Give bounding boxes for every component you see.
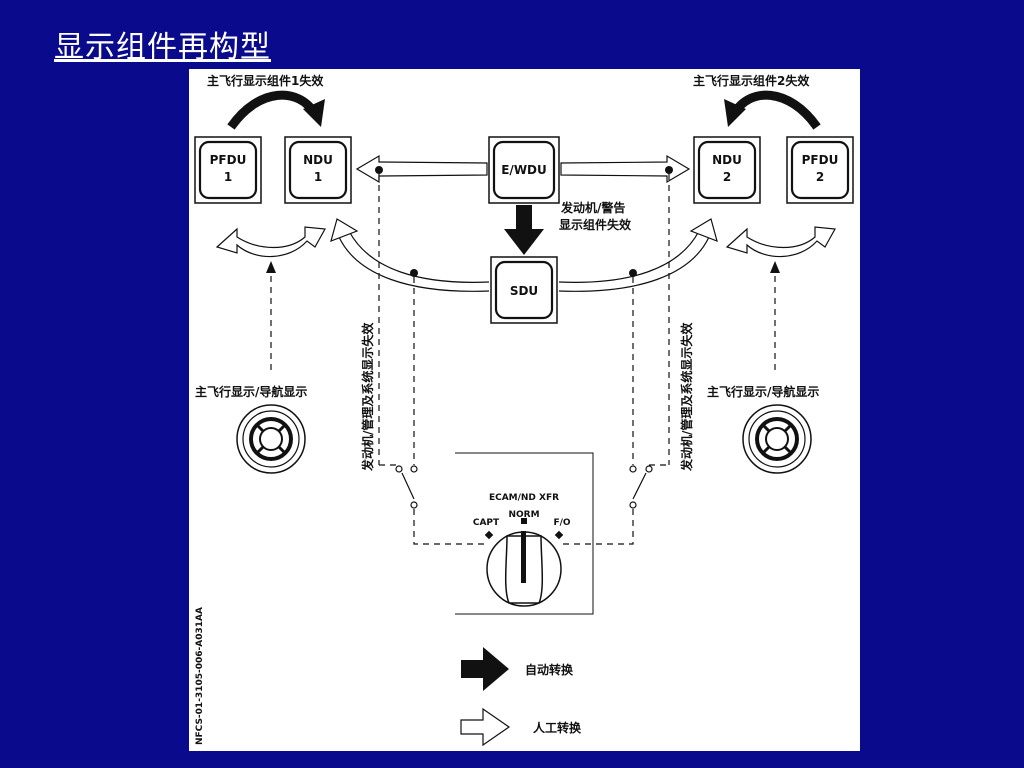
ecam-vertical-right-label: 发动机/管理及系统显示失效 bbox=[679, 322, 694, 472]
drawing-reference: NFCS-01-3105-006-A031AA bbox=[195, 607, 205, 745]
switch-title: ECAM/ND XFR bbox=[489, 493, 559, 503]
manual-swap-arrow-left bbox=[215, 226, 326, 258]
pfdu2-unit: PFDU 2 bbox=[786, 136, 854, 204]
dashed-wire-right-to-selector bbox=[559, 509, 634, 545]
ecam-vertical-left-label: 发动机/管理及系统显示失效 bbox=[360, 322, 375, 472]
ewdu-unit: E/WDU bbox=[488, 136, 560, 204]
auto-arrow-right-head bbox=[724, 99, 746, 127]
fo-position-mark bbox=[554, 530, 564, 540]
slide-title: 显示组件再构型 bbox=[54, 30, 271, 65]
dashed-arrow-head-left bbox=[266, 261, 276, 273]
pfdu1-unit: PFDU 1 bbox=[194, 136, 262, 204]
pfdu1-label-line2: 1 bbox=[224, 170, 232, 184]
switch-norm-label: NORM bbox=[508, 510, 539, 520]
switch-blade-right bbox=[632, 472, 647, 500]
auto-arrow-right-curve bbox=[730, 90, 821, 130]
manual-arrow-sdu-to-ndu1-outer bbox=[348, 230, 490, 283]
contact-right-2 bbox=[645, 465, 653, 473]
norm-position-mark bbox=[521, 518, 527, 524]
auto-arrow-left-curve bbox=[227, 90, 319, 130]
manual-swap-arrow-right bbox=[725, 226, 836, 258]
auto-arrow-ewdu-to-sdu bbox=[504, 205, 544, 255]
capt-position-mark bbox=[484, 530, 494, 540]
ndu2-label-line1: NDU bbox=[712, 153, 742, 167]
ndu2-unit: NDU 2 bbox=[693, 136, 761, 204]
legend-manual-label: 人工转换 bbox=[533, 720, 582, 735]
contact-left-3 bbox=[410, 501, 418, 509]
ewd-fail-label-line1: 发动机/警告 bbox=[560, 200, 625, 215]
pfdu1-label-line1: PFDU bbox=[210, 153, 247, 167]
fail-right-label: 主飞行显示组件2失效 bbox=[693, 73, 810, 88]
pfdu2-label-line2: 2 bbox=[816, 170, 824, 184]
selector-panel-border bbox=[455, 452, 594, 615]
ndu2-label-line2: 2 bbox=[723, 170, 731, 184]
legend-auto-label: 自动转换 bbox=[525, 662, 574, 677]
manual-arrow-sdu-to-ndu2-outer bbox=[558, 230, 700, 283]
junction-dot-left-top bbox=[375, 166, 383, 174]
manual-arrow-ewdu-to-ndu1 bbox=[355, 154, 488, 184]
ndu1-label-line1: NDU bbox=[303, 153, 333, 167]
junction-dot-right-mid bbox=[629, 269, 637, 277]
pfdu2-label-line1: PFDU bbox=[802, 153, 839, 167]
sdu-label: SDU bbox=[510, 284, 538, 298]
ndu1-label-line2: 1 bbox=[314, 170, 322, 184]
pfd-nd-right-label: 主飞行显示/导航显示 bbox=[707, 384, 819, 399]
contact-right-1 bbox=[629, 465, 637, 473]
manual-arrow-sdu-to-ndu1-inner bbox=[338, 236, 490, 292]
switch-fo-label: F/O bbox=[553, 518, 570, 528]
junction-dot-left-mid bbox=[410, 269, 418, 277]
auto-arrow-left-head bbox=[303, 99, 325, 127]
manual-arrow-sdu-to-ndu2-inner bbox=[558, 236, 710, 292]
dashed-wire-left-to-selector bbox=[413, 509, 489, 545]
manual-arrow-sdu-to-ndu1-head bbox=[330, 218, 359, 242]
pfd-nd-left-label: 主飞行显示/导航显示 bbox=[195, 384, 307, 399]
reconfiguration-diagram: 主飞行显示组件1失效 主飞行显示组件2失效 PFDU 1 NDU 1 E/WDU… bbox=[194, 73, 854, 747]
manual-arrow-sdu-to-ndu2-head bbox=[689, 218, 718, 242]
pfd-nd-knob-right[interactable] bbox=[742, 404, 812, 474]
ndu1-unit: NDU 1 bbox=[284, 136, 352, 204]
junction-dot-right-top bbox=[665, 166, 673, 174]
fail-left-label: 主飞行显示组件1失效 bbox=[207, 73, 324, 88]
pfd-nd-knob-left[interactable] bbox=[236, 404, 306, 474]
contact-left-1 bbox=[395, 465, 403, 473]
sdu-unit: SDU bbox=[490, 256, 558, 324]
ecam-nd-xfr-selector[interactable] bbox=[486, 531, 562, 607]
switch-blade-left bbox=[401, 472, 415, 500]
diagram-panel: 主飞行显示组件1失效 主飞行显示组件2失效 PFDU 1 NDU 1 E/WDU… bbox=[189, 69, 860, 751]
contact-left-2 bbox=[410, 465, 418, 473]
dashed-arrow-head-right bbox=[770, 261, 780, 273]
ewdu-label: E/WDU bbox=[501, 163, 547, 177]
contact-right-3 bbox=[629, 501, 637, 509]
legend-manual-arrow bbox=[460, 707, 511, 747]
switch-capt-label: CAPT bbox=[473, 518, 500, 528]
ewd-fail-label-line2: 显示组件失效 bbox=[559, 217, 632, 232]
legend-auto-arrow bbox=[461, 647, 509, 691]
manual-arrow-ewdu-to-ndu2 bbox=[560, 154, 691, 184]
